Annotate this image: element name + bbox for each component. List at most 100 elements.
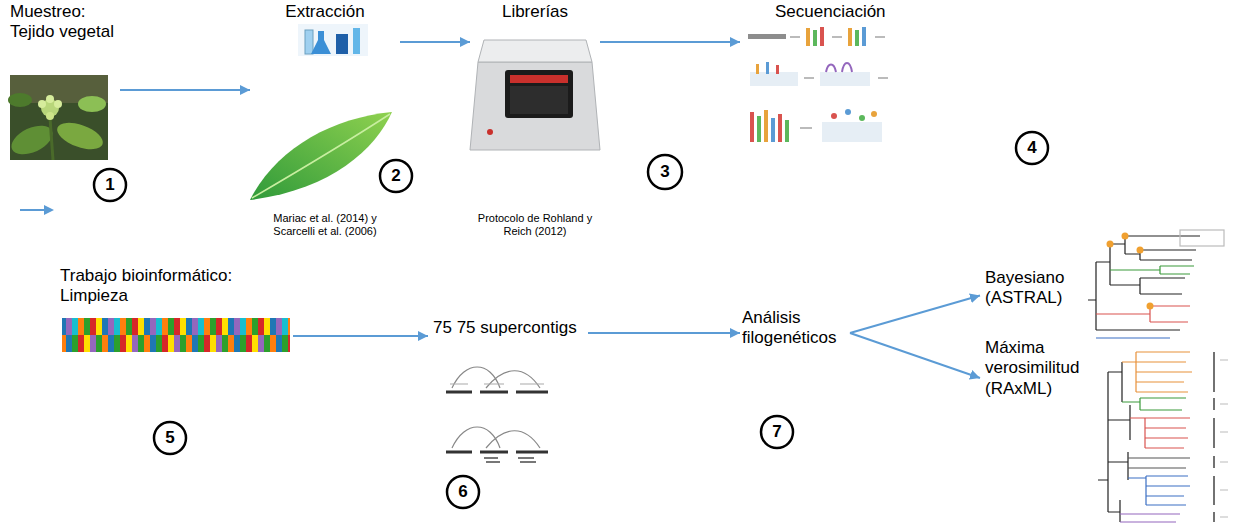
ml-tree-part: [1128, 458, 1190, 468]
callout-circles-part: [1016, 132, 1048, 164]
callout-number: 3: [649, 162, 681, 182]
flow-arrow-in: [20, 205, 54, 215]
sequencing-schematic-part: [757, 116, 761, 142]
callout-circles-part: [154, 422, 186, 454]
flow-arrow-in-part: [20, 209, 46, 211]
flow-arrow: [400, 41, 470, 43]
sequencing-schematic-part: [756, 64, 759, 74]
bayesian-tree-part: [1110, 266, 1194, 274]
step-title: Máxima verosimilitud (RAxML): [985, 338, 1088, 399]
sequencing-schematic-part: [871, 111, 877, 117]
bayesian-tree-part: [1096, 306, 1190, 322]
library-prep-instrument: [470, 40, 600, 150]
leaf-illustration-part: [250, 112, 392, 200]
alignment-image-part: [62, 335, 290, 352]
bayesian-tree-part: [1088, 236, 1200, 330]
lab-glassware-part: [353, 28, 360, 54]
lab-glassware-part: [298, 24, 368, 56]
lab-glassware: [298, 24, 368, 56]
sequencing-schematic-part: [813, 30, 817, 46]
sequencing-schematic-part: [800, 127, 812, 129]
step-title: Bayesiano (ASTRAL): [985, 268, 1078, 309]
lab-glassware-part: [311, 31, 331, 54]
sequencing-schematic-part: [848, 28, 852, 46]
ml-tree: [1098, 352, 1228, 522]
flow-arrow: [120, 89, 250, 91]
ml-tree-part: [1120, 514, 1180, 522]
callout-circles-part: [380, 160, 412, 192]
ml-tree-part: [1122, 398, 1186, 410]
sequencing-schematic-part: [855, 30, 859, 46]
leaf-illustration: [250, 112, 392, 200]
extraction-step: ExtracciónMariac et al. (2014) y Scarcel…: [250, 2, 400, 238]
flow-arrow: [588, 332, 740, 334]
flow-arrow: [850, 333, 980, 378]
bayesian-tree-part: [1180, 230, 1224, 246]
library-prep-instrument-part: [510, 75, 568, 83]
sequencing-schematic-part: [822, 122, 882, 142]
reference-note: Mariac et al. (2014) y Scarcelli et al. …: [263, 212, 387, 238]
flow-arrow: [293, 335, 428, 337]
sequencing-schematic-part: [766, 62, 769, 74]
sequencing-schematic-part: [878, 77, 888, 79]
plant-photo-part: [78, 96, 106, 112]
sequencing-schematic-part: [790, 36, 800, 38]
sequencing-schematic-part: [748, 34, 786, 39]
library-step: LibreríasProtocolo de Rohland y Reich (2…: [470, 2, 600, 238]
ml-tree-part: [1220, 360, 1228, 517]
plant-photo: [7, 75, 108, 160]
flow-arrow: [850, 296, 980, 334]
supercontig-schematic-part: [446, 451, 548, 454]
ml-tree-part: [1213, 352, 1215, 522]
plant-photo-part: [50, 118, 53, 160]
step-title: Librerías: [502, 2, 568, 22]
bayesian-method: Bayesiano (ASTRAL): [980, 268, 1080, 323]
sequencing-schematic-part: [845, 109, 851, 115]
callout-number: 4: [1016, 138, 1048, 158]
supercontig-schematic-part: [484, 458, 536, 462]
bayesian-tree-part-part: [1107, 241, 1114, 248]
callout-number: 1: [94, 175, 126, 195]
callout-circles-part: [447, 476, 479, 508]
alignment-image-part: [62, 318, 290, 335]
callout-number: 7: [761, 422, 793, 442]
callout-number: 6: [447, 482, 479, 502]
step-title: Extracción: [285, 2, 364, 22]
step-title: Trabajo bioinformático: Limpieza: [60, 266, 260, 307]
plant-photo-part: [38, 100, 46, 108]
flow-arrow-in-part: [44, 205, 54, 215]
sequencing-schematic-part: [750, 112, 754, 142]
sequencing-schematic-part: [764, 110, 768, 142]
callout-circles: [94, 132, 1048, 508]
ml-tree-part: [1128, 476, 1190, 505]
sequencing-schematic-part: [771, 118, 775, 142]
sequencing-schematic-part: [785, 120, 789, 142]
sequencing-step: Secuenciación: [740, 2, 965, 152]
step-title: Análisis filogenéticos: [742, 308, 848, 349]
sequencing-schematic-part: [862, 27, 866, 46]
cleaning-step: Trabajo bioinformático: Limpieza: [58, 266, 293, 356]
sequencing-schematic-part: [859, 115, 865, 121]
sequencing-schematic-part: [806, 28, 810, 46]
sequencing-schematic-part: [831, 113, 837, 119]
reference-note: Protocolo de Rohland y Reich (2012): [477, 212, 593, 238]
library-prep-instrument-part: [487, 129, 493, 135]
bayesian-tree-part-part: [1122, 233, 1129, 240]
ml-tree-part: [1098, 362, 1130, 522]
sequencing-schematic-part: [750, 72, 798, 86]
sequencing-schematic-part: [778, 114, 782, 142]
step-title: Secuenciación: [775, 2, 886, 22]
callout-circles-part: [94, 169, 126, 201]
ml-tree-part: [1130, 418, 1190, 448]
plant-photo-part: [54, 117, 107, 154]
supercontig-schematic: [446, 367, 548, 462]
library-prep-instrument-part: [470, 62, 600, 150]
callout-circles-part: [761, 416, 793, 448]
bayesian-tree-part-part: [1147, 303, 1154, 310]
sequencing-schematic: [748, 27, 888, 142]
bayesian-tree-part-part: [1137, 247, 1144, 254]
step-title: 75 75 supercontigs: [433, 318, 577, 338]
